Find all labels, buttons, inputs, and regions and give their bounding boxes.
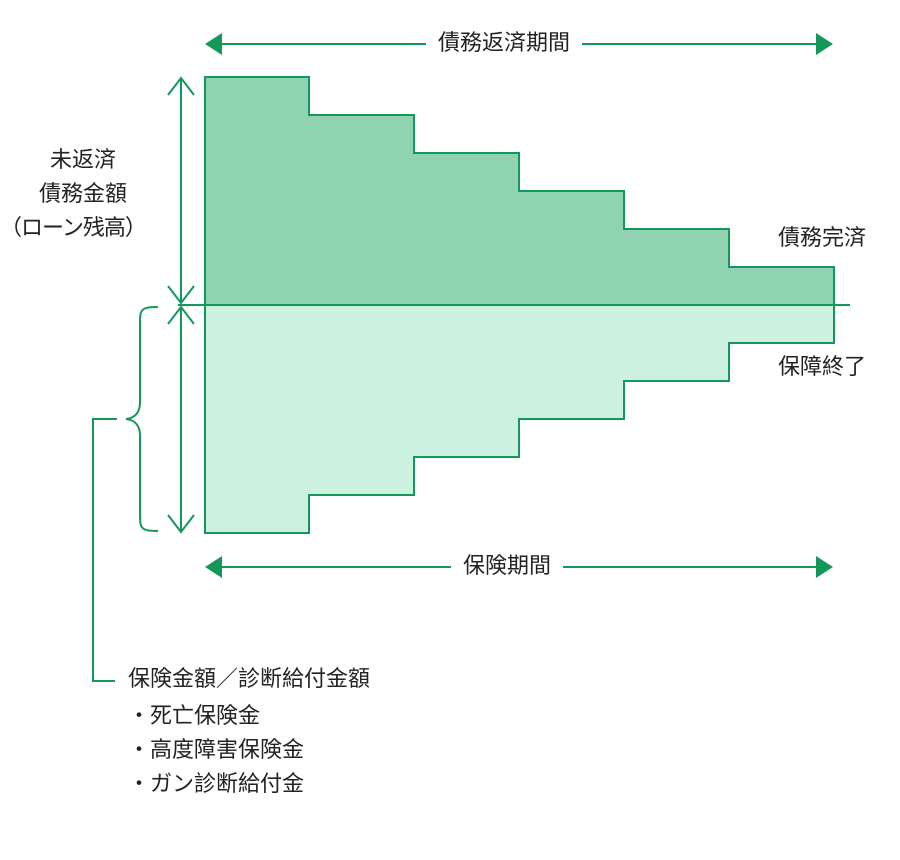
- amount-item-disability: ・高度障害保険金: [128, 738, 305, 763]
- debt-period-label: 債務返済期間: [426, 29, 583, 59]
- amount-item-cancer: ・ガン診断給付金: [128, 772, 305, 797]
- amount-connector: [92, 418, 117, 682]
- unpaid-debt-label-line1: 未返済: [50, 148, 117, 173]
- insurance-period-label: 保険期間: [451, 552, 564, 582]
- insurance-coverage-area: [204, 304, 835, 534]
- coverage-end-label: 保障終了: [778, 355, 867, 380]
- debt-balance-area: [204, 76, 835, 306]
- insurance-amount-arrow: [167, 305, 195, 534]
- amount-title: 保険金額／診断給付金額: [128, 667, 371, 692]
- debt-complete-label: 債務完済: [778, 226, 867, 251]
- amount-brace: [125, 306, 159, 532]
- amount-item-death: ・死亡保険金: [128, 704, 261, 729]
- unpaid-debt-label-line2: 債務金額: [39, 182, 128, 207]
- debt-amount-arrow: [167, 76, 195, 305]
- unpaid-debt-label-line3: （ローン残高）: [0, 216, 147, 241]
